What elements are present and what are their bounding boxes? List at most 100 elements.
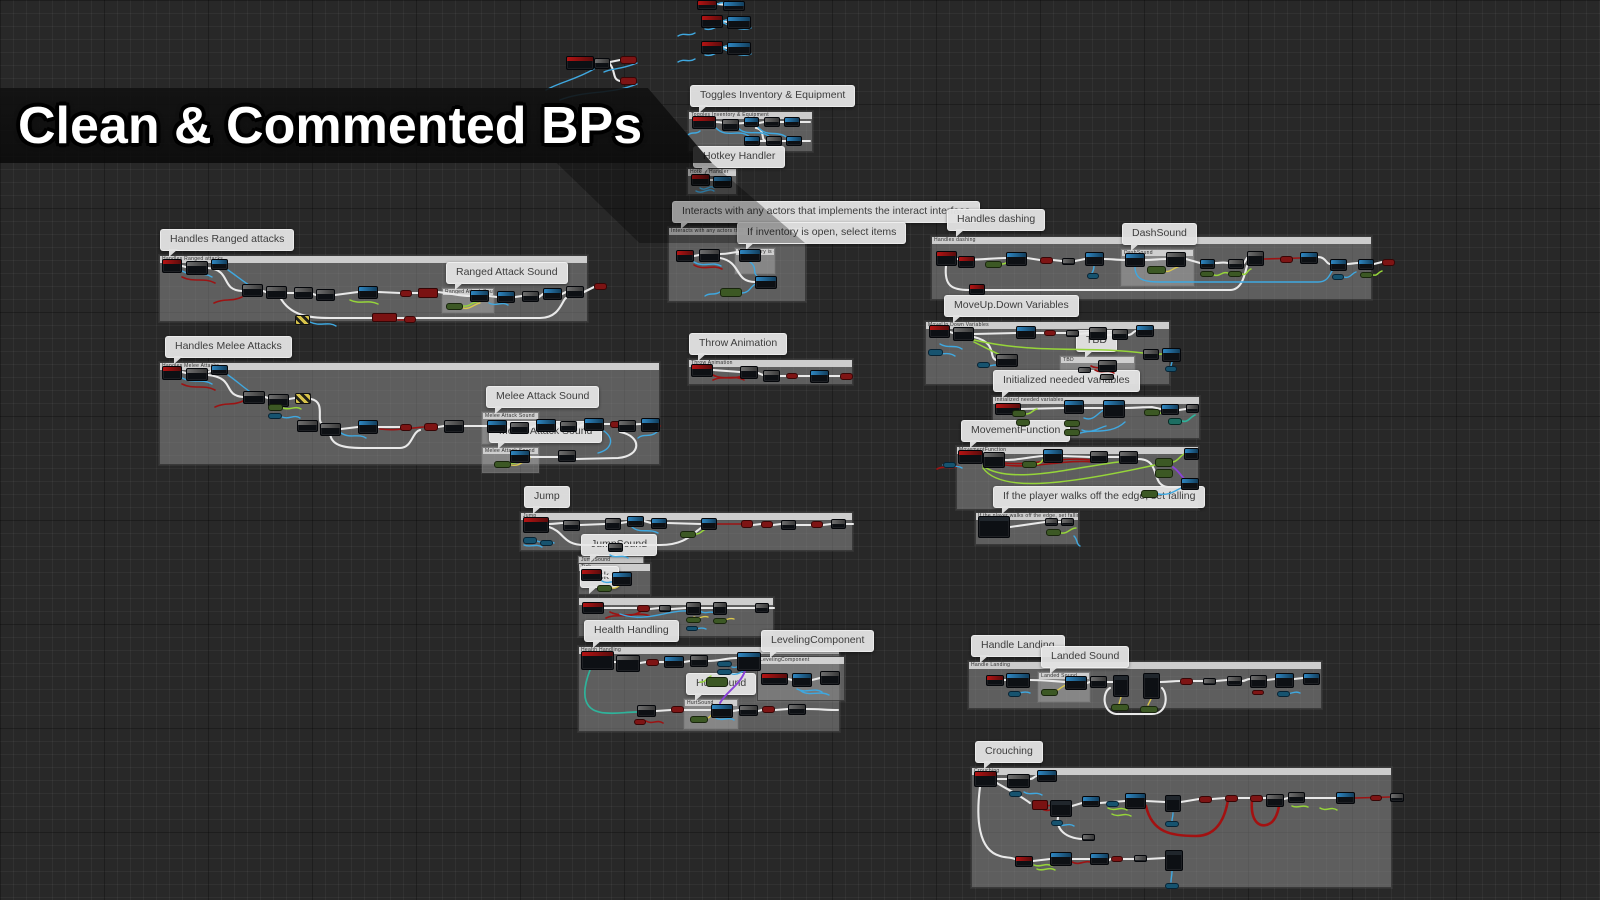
wire [771,522,783,527]
wire [810,676,822,682]
wire [757,120,766,125]
wire [554,423,562,428]
wire [719,617,735,621]
wire [1210,796,1227,801]
wire [689,627,707,630]
wire [181,377,213,385]
wire [944,264,971,292]
wire [575,422,586,429]
wire [1111,813,1132,817]
wire [1147,698,1152,706]
wire [309,321,337,327]
wire [699,610,716,614]
wire [1103,686,1167,716]
wire [1025,256,1042,262]
wire [1263,257,1301,260]
wire [972,335,998,362]
wire [605,611,641,619]
wire [1241,268,1252,276]
wire [537,292,545,299]
wire [1170,870,1173,883]
wire [206,369,213,374]
wire [608,58,622,64]
wire [1003,454,1045,462]
wire [1292,676,1305,681]
wire [695,189,715,193]
wire [1372,270,1383,276]
wire [621,422,643,427]
wire [1123,405,1163,411]
wire [1136,457,1183,489]
wire [487,294,499,299]
wire [699,675,712,683]
wire [311,292,318,297]
wire [1282,691,1301,695]
wire [206,266,244,293]
wire [1037,804,1055,808]
wire [180,370,188,375]
wire [821,522,833,527]
wire [1126,329,1138,337]
wire [1090,365,1111,370]
wire [1004,460,1093,467]
wire [601,580,621,584]
wire [1265,677,1277,682]
wire [1073,535,1081,547]
wire [349,299,379,305]
wire [1081,425,1107,433]
wire [181,270,213,278]
wire [1085,680,1092,685]
wire [677,32,696,37]
wire [1098,799,1127,805]
wire [1060,527,1077,534]
wire [711,368,742,374]
wire [647,424,661,427]
wire [574,430,638,461]
wire [645,720,664,724]
wire [608,62,622,83]
wire [600,573,614,579]
wire [751,522,763,527]
wire [1049,684,1067,693]
wire [1171,812,1174,822]
wire [1157,487,1182,496]
wire [677,58,696,63]
wire [1184,257,1202,265]
wire [1041,808,1059,812]
wire [597,430,612,454]
wire [1073,257,1087,263]
wire [665,521,703,526]
wire [527,424,538,430]
wire [536,540,555,544]
wire [523,544,543,548]
wire [340,432,367,439]
wire [545,68,595,91]
wire [1091,265,1095,274]
wire [804,707,840,712]
wire [1158,679,1182,684]
wire [583,669,638,715]
wire [1071,860,1091,865]
wire [462,301,478,307]
promo-banner [0,88,712,163]
wire [1144,799,1167,804]
wire [1061,454,1092,459]
wire [1214,678,1229,683]
wire [261,289,268,294]
wire [715,127,753,140]
wire [705,41,752,56]
wire [682,659,692,664]
wire [749,261,758,277]
wire [1213,271,1229,277]
wire [328,428,422,450]
wire [1008,520,1047,529]
wire [972,331,1018,336]
wire [693,264,723,270]
promo-title: Clean & Commented BPs [18,97,643,155]
wire [979,456,985,461]
wire [578,522,607,527]
wire [1051,258,1064,263]
wire [1134,266,1333,283]
wire [263,395,270,400]
